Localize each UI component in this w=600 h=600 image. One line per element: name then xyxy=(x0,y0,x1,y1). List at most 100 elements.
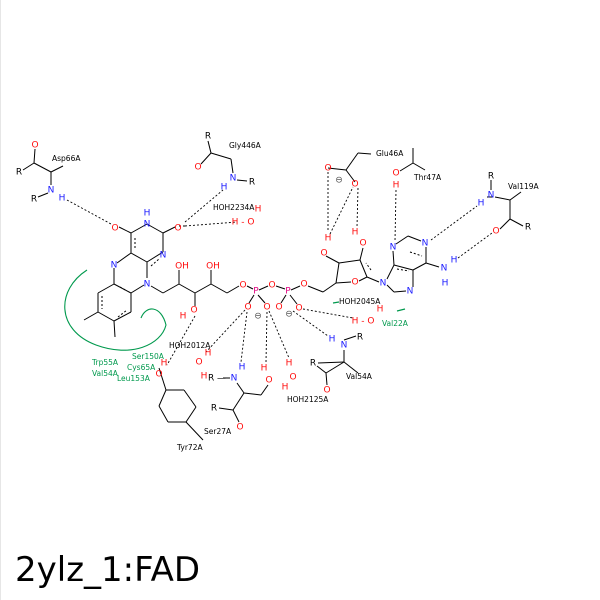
atom-label: O xyxy=(195,358,202,368)
atom-label: N xyxy=(231,374,238,384)
bond xyxy=(185,421,204,441)
bond xyxy=(50,165,64,173)
atom-label: O xyxy=(351,278,358,288)
residue-label-leu153: Leu153A xyxy=(117,374,151,383)
bond xyxy=(97,311,115,322)
bond xyxy=(236,179,248,182)
atom-label: N xyxy=(230,174,237,184)
bond xyxy=(345,152,359,171)
atom-label: H xyxy=(286,359,293,369)
bond xyxy=(257,294,266,304)
atom-label: R xyxy=(525,223,531,233)
bond xyxy=(113,311,132,322)
aromatic-bond xyxy=(365,262,372,271)
atom-label: N xyxy=(144,280,151,290)
atom-label: R xyxy=(249,178,255,188)
atom-label: N xyxy=(422,239,429,249)
hydrogen-bond-line xyxy=(166,315,196,366)
residue-label-hoh2234: HOH2234A xyxy=(213,203,255,212)
bond xyxy=(316,365,327,374)
bond xyxy=(335,281,352,284)
residue-label-val54b: Val54A xyxy=(92,369,119,378)
bond xyxy=(327,167,347,171)
atom-label: H xyxy=(255,205,262,215)
atom-label: O xyxy=(295,304,302,314)
covalent-bonds xyxy=(22,140,524,441)
atom-label: R xyxy=(488,172,494,182)
atom-label: H xyxy=(282,383,289,393)
atom-label: O xyxy=(268,281,275,291)
atom-label: H - O xyxy=(232,218,255,228)
atom-label: O xyxy=(323,386,330,396)
atom-label: O xyxy=(492,227,499,237)
residue-label-hoh2125: HOH2125A xyxy=(287,395,329,404)
atom-label: H xyxy=(239,363,246,373)
hydrophobic-contacts xyxy=(64,269,406,351)
aromatic-bond xyxy=(117,309,128,318)
bond xyxy=(407,235,422,242)
residue-label-val119: Val119A xyxy=(508,182,540,191)
bond xyxy=(289,294,298,305)
bond xyxy=(158,405,169,423)
atom-label: O xyxy=(31,141,38,151)
hydrogen-bond-line xyxy=(184,221,238,227)
residue-label-trp55: Trp55A xyxy=(91,358,119,367)
atom-label: O xyxy=(300,280,307,290)
atom-label: O xyxy=(320,249,327,259)
bond xyxy=(343,335,357,341)
atom-label: O xyxy=(263,303,270,313)
bond xyxy=(357,152,372,155)
bond xyxy=(200,152,212,165)
ligand-title: 2ylz_1:FAD xyxy=(15,550,201,590)
atom-label: N xyxy=(111,261,118,271)
residue-label-glu46: Glu46A xyxy=(376,149,404,158)
hydrogen-bond-line xyxy=(205,309,246,353)
atom-label: H xyxy=(59,194,66,204)
atom-label: H xyxy=(393,181,400,191)
atom-label: O xyxy=(239,281,246,291)
bond xyxy=(290,285,301,291)
bond xyxy=(230,158,234,174)
negative-charge-icon: ⊖ xyxy=(285,310,293,320)
bond xyxy=(509,191,522,201)
hydrogen-bond-line xyxy=(292,310,329,337)
atom-label: OH xyxy=(206,262,220,272)
bond xyxy=(399,162,414,172)
atom-label: N xyxy=(380,279,387,289)
bond xyxy=(386,264,395,280)
atom-label: H - O xyxy=(352,317,375,327)
atom-label: O xyxy=(244,303,251,313)
bond xyxy=(118,226,132,234)
atom-label: O xyxy=(265,376,272,386)
bond xyxy=(83,311,99,321)
residue-label-asp66: Asp66A xyxy=(52,154,81,163)
atom-label: O xyxy=(174,224,181,234)
bond xyxy=(130,252,148,263)
atom-label: H xyxy=(325,234,332,244)
negative-charge-icon: ⊖ xyxy=(335,176,343,186)
atom-label: R xyxy=(211,404,217,414)
bond xyxy=(325,372,328,386)
atom-label: O xyxy=(155,370,162,380)
residue-label-hoh2045: HOH2045A xyxy=(339,297,381,306)
bond xyxy=(97,283,115,294)
bond xyxy=(412,162,426,171)
bond xyxy=(366,276,380,283)
hydrogen-bond-line xyxy=(184,189,224,223)
atom-label: N xyxy=(441,264,448,274)
bond xyxy=(236,382,245,394)
bond xyxy=(338,259,361,264)
bond xyxy=(116,252,132,264)
residue-label-cys65: Cys65A xyxy=(127,363,156,372)
hydrogen-bond-line xyxy=(265,311,268,363)
bond xyxy=(210,152,232,160)
atom-label: R xyxy=(205,132,211,142)
bond xyxy=(178,283,196,294)
atom-label: H xyxy=(451,256,458,266)
atom-label: O xyxy=(236,423,243,433)
atom-label: H xyxy=(442,279,449,289)
bond xyxy=(325,361,345,374)
atom-label: N xyxy=(390,243,397,253)
